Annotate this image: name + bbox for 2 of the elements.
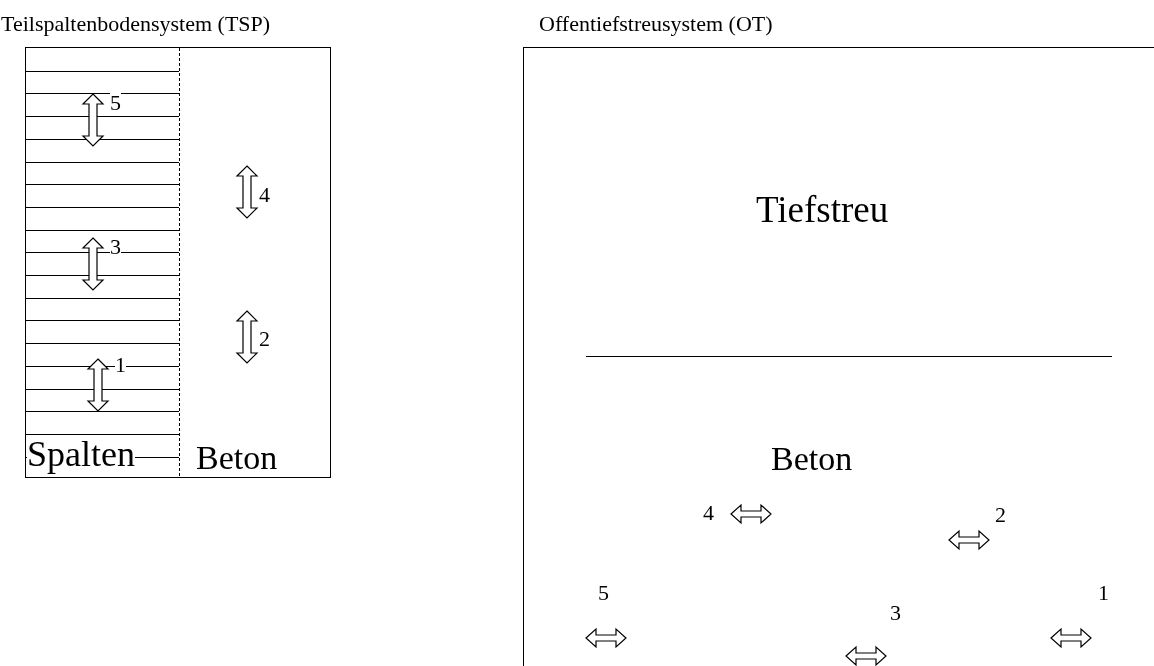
panel-heading: Offentiefstreusystem (OT)	[539, 13, 773, 35]
panel-heading: Teilspaltenbodensystem (TSP)	[1, 13, 271, 35]
